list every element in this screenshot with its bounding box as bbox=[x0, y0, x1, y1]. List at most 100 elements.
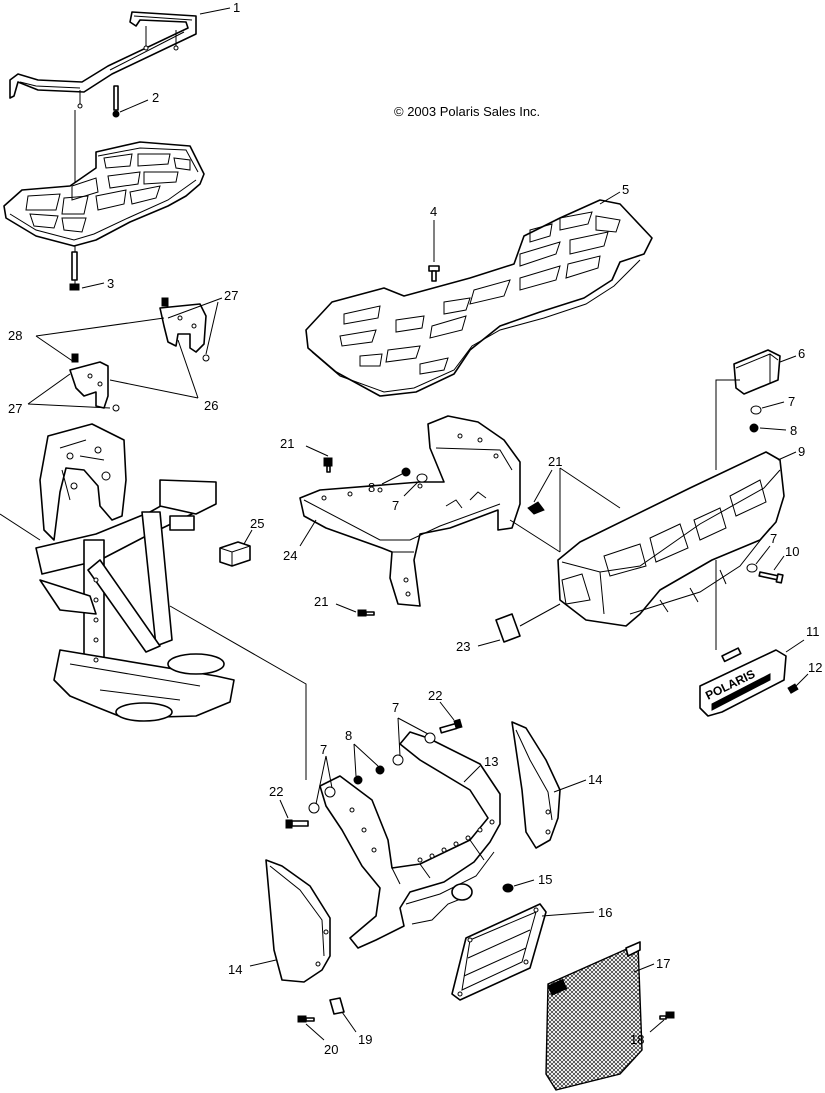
leader-8-bar bbox=[353, 743, 379, 777]
leader-26 bbox=[109, 339, 199, 399]
bumper-bar-bolt-left bbox=[285, 819, 309, 829]
leader-28 bbox=[35, 317, 165, 363]
rack-rail bbox=[9, 11, 197, 109]
leader-24 bbox=[299, 519, 317, 547]
panel-screw bbox=[297, 1015, 315, 1023]
side-panel-right bbox=[511, 721, 561, 849]
callout-21-right: 21 bbox=[548, 454, 562, 469]
screen-screw bbox=[659, 1011, 675, 1020]
callout-15: 15 bbox=[538, 872, 552, 887]
leader-1 bbox=[199, 7, 231, 15]
callout-26: 26 bbox=[204, 398, 218, 413]
leader-8-upper bbox=[759, 427, 787, 431]
callout-3: 3 bbox=[107, 276, 114, 291]
grate-bolt bbox=[69, 251, 80, 291]
callout-7-bracket: 7 bbox=[392, 498, 399, 513]
mounting-bracket-upper bbox=[159, 303, 207, 353]
leader-7-bar-right bbox=[397, 717, 429, 757]
side-panel-left bbox=[265, 859, 331, 983]
rack-screw bbox=[428, 265, 440, 282]
callout-7-right: 7 bbox=[770, 531, 777, 546]
reflector bbox=[495, 613, 521, 643]
callout-6: 6 bbox=[798, 346, 805, 361]
nut-upper bbox=[749, 423, 759, 433]
assembly-line-frame bbox=[169, 605, 307, 780]
bracket-screws bbox=[323, 457, 545, 617]
leader-14-left bbox=[249, 959, 277, 967]
leader-27-top bbox=[167, 297, 223, 355]
leader-6 bbox=[779, 355, 797, 363]
callout-22-right: 22 bbox=[428, 688, 442, 703]
washer-right bbox=[746, 563, 758, 573]
front-bumper-cover bbox=[557, 451, 785, 627]
callout-27-top: 27 bbox=[224, 288, 238, 303]
callout-24: 24 bbox=[283, 548, 297, 563]
leader-7-upper bbox=[761, 401, 785, 409]
leader-11 bbox=[785, 639, 805, 653]
callout-12: 12 bbox=[808, 660, 822, 675]
leader-15 bbox=[513, 879, 535, 887]
callout-7-upper: 7 bbox=[788, 394, 795, 409]
mesh-screen bbox=[545, 941, 643, 1091]
nut-bar-2 bbox=[375, 765, 385, 775]
leader-18 bbox=[649, 1019, 665, 1033]
callout-19: 19 bbox=[358, 1032, 372, 1047]
grille-nut bbox=[502, 883, 514, 893]
callout-21-left: 21 bbox=[280, 436, 294, 451]
callout-17: 17 bbox=[656, 956, 670, 971]
nut-bar-1 bbox=[353, 775, 363, 785]
headlight bbox=[733, 349, 781, 395]
callout-21-bottom: 21 bbox=[314, 594, 328, 609]
leader-22-right bbox=[439, 701, 455, 721]
clip bbox=[329, 997, 345, 1015]
leader-21-left bbox=[305, 445, 329, 457]
callout-7-bar-right: 7 bbox=[392, 700, 399, 715]
callout-28: 28 bbox=[8, 328, 22, 343]
callout-2: 2 bbox=[152, 90, 159, 105]
callout-8-bracket: 8 bbox=[368, 480, 375, 495]
callout-25: 25 bbox=[250, 516, 264, 531]
washer-upper bbox=[750, 405, 762, 415]
leader-10 bbox=[773, 555, 785, 571]
leader-7-right bbox=[755, 545, 771, 565]
callout-27-bottom: 27 bbox=[8, 401, 22, 416]
washer-bar-left-2 bbox=[324, 786, 336, 798]
leader-14-right bbox=[553, 779, 587, 793]
washer-bar-right-1 bbox=[392, 754, 404, 766]
name-plate: POLARIS bbox=[699, 647, 787, 717]
bracket-fasteners bbox=[71, 297, 210, 412]
leader-20 bbox=[305, 1023, 325, 1041]
callout-1: 1 bbox=[233, 0, 240, 15]
leader-5 bbox=[599, 191, 621, 205]
bumper-bar-bolt-right bbox=[439, 718, 463, 734]
leader-25 bbox=[243, 529, 253, 545]
callout-14-right: 14 bbox=[588, 772, 602, 787]
assembly-line-reflector bbox=[519, 603, 561, 627]
leader-2 bbox=[119, 99, 149, 113]
assembly-lines-bracket-bumper bbox=[509, 467, 621, 553]
callout-8-bar: 8 bbox=[345, 728, 352, 743]
washer-bar-right-2 bbox=[424, 732, 436, 744]
callout-20: 20 bbox=[324, 1042, 338, 1057]
mounting-bracket-lower bbox=[69, 361, 109, 409]
rear-rack-grate bbox=[3, 141, 205, 247]
leader-8-bracket bbox=[381, 473, 403, 485]
assembly-line-headlight bbox=[715, 379, 740, 470]
washer-bar-left-1 bbox=[308, 802, 320, 814]
leader-23 bbox=[477, 639, 501, 647]
rubber-bumper bbox=[219, 541, 251, 567]
callout-7-bar-left: 7 bbox=[320, 742, 327, 757]
leader-22-left bbox=[279, 799, 289, 819]
leader-7-bracket bbox=[403, 481, 419, 497]
washer-bracket bbox=[416, 473, 428, 483]
callout-23: 23 bbox=[456, 639, 470, 654]
vehicle-frame bbox=[0, 423, 235, 722]
front-bumper-bar bbox=[319, 731, 501, 949]
copyright-notice: © 2003 Polaris Sales Inc. bbox=[394, 104, 540, 119]
callout-13: 13 bbox=[484, 754, 498, 769]
callout-14-left: 14 bbox=[228, 962, 242, 977]
leader-12 bbox=[795, 673, 809, 687]
front-rack bbox=[305, 199, 653, 397]
bumper-bolt bbox=[758, 571, 784, 584]
